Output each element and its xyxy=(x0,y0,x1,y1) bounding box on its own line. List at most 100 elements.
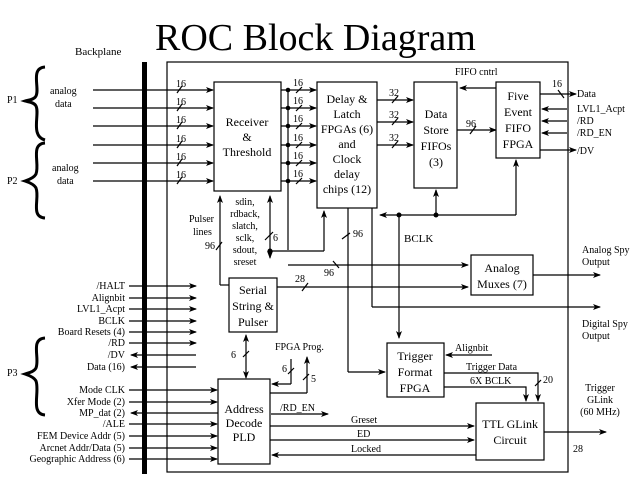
p3-signal-label: Board Resets (4) xyxy=(58,327,125,338)
delay-store-width: 32 xyxy=(389,88,399,99)
data-store-fifos-block[interactable] xyxy=(413,81,458,189)
five-event-fifo-block[interactable] xyxy=(495,81,541,159)
address-decode-pld-block[interactable] xyxy=(217,378,271,465)
delay-out-width: 96 xyxy=(353,229,363,240)
serial-signal-label: rdback, xyxy=(230,209,260,220)
greset-label: Greset xyxy=(351,415,377,426)
p3-brace-icon xyxy=(20,336,46,417)
bus-slash xyxy=(295,177,303,185)
data-store-label: (3) xyxy=(429,155,443,169)
junction-dot xyxy=(396,212,402,218)
p2-label: P2 xyxy=(7,176,18,187)
trigger-label-3: FPGA xyxy=(400,381,431,395)
serial-label-2: String & xyxy=(232,299,274,313)
bus-slash xyxy=(469,125,477,135)
trigger-label-2: Format xyxy=(398,365,433,379)
bus-slash xyxy=(301,282,309,292)
delay-latch-block[interactable] xyxy=(316,81,378,209)
trigger-format-fpga-block[interactable] xyxy=(386,342,445,398)
junction-dot xyxy=(433,212,439,218)
serial-signal-label: slatch, xyxy=(232,221,258,232)
bus-slash xyxy=(242,350,250,358)
bus-slash xyxy=(302,373,310,381)
receiver-delay-width: 16 xyxy=(293,169,303,180)
delay-latch-label: chips (12) xyxy=(323,182,371,196)
fifo-cntrl-label: FIFO cntrl xyxy=(455,67,498,78)
fifo-signal-label: /RD xyxy=(577,116,594,127)
serial-signal-label: sreset xyxy=(234,257,257,268)
delay-latch-label: Delay & xyxy=(327,92,369,106)
glink-out-width: 28 xyxy=(573,444,583,455)
data-store-label: Data xyxy=(425,107,448,121)
analog-input-width: 16 xyxy=(176,170,186,181)
analog-input-width: 16 xyxy=(176,79,186,90)
bus-slash xyxy=(287,367,295,375)
bus-slash xyxy=(264,231,274,241)
analog-spy-label-1: Analog Spy xyxy=(582,245,630,256)
bus-slash xyxy=(215,241,223,251)
p2-brace-icon xyxy=(20,141,46,220)
receiver-delay-width: 16 xyxy=(293,151,303,162)
fifo-signal-label: LVL1_Acpt xyxy=(577,104,625,115)
serial-string-pulser-block[interactable] xyxy=(228,277,278,333)
delay-latch-label: Clock xyxy=(333,152,362,166)
five-event-fifo-label: Event xyxy=(504,105,533,119)
bus-slash xyxy=(391,140,399,149)
trigger-data-line xyxy=(444,372,541,402)
analog-mux-in-width: 96 xyxy=(324,268,334,279)
delay-store-width: 32 xyxy=(389,133,399,144)
board-outline xyxy=(166,61,569,473)
p1-analog-label-2: data xyxy=(55,99,72,110)
bus-slash xyxy=(341,232,351,240)
trigger-glink-label-3: (60 MHz) xyxy=(580,407,620,418)
bus-slash xyxy=(391,95,399,104)
fifo-data-width: 16 xyxy=(552,79,562,90)
serial-label-3: Pulser xyxy=(238,315,268,329)
analog-muxes-block[interactable] xyxy=(470,254,534,296)
receiver-threshold-block[interactable] xyxy=(213,81,282,192)
analog-spy-label-2: Output xyxy=(582,257,610,268)
p3-signal-label: Alignbit xyxy=(92,293,126,304)
p3-signal-label: /RD xyxy=(108,338,125,349)
fpga-prog-width-b: 5 xyxy=(311,374,316,385)
trigger-label-1: Trigger xyxy=(397,349,433,363)
trigger-glink-label-2: GLink xyxy=(587,395,613,406)
serial-signal-label: sdout, xyxy=(233,245,257,256)
receiver-label-2: & xyxy=(242,130,252,144)
ed-label: ED xyxy=(357,429,370,440)
bus-slash xyxy=(295,122,303,130)
bus-slash xyxy=(295,159,303,167)
receiver-delay-width: 16 xyxy=(293,133,303,144)
p3-signal-label: BCLK xyxy=(98,316,125,327)
glink-label-1: TTL GLink xyxy=(482,417,538,431)
bus-slash xyxy=(176,140,183,149)
fpga-prog-width-a: 6 xyxy=(282,364,287,375)
fifo-signal-label: /DV xyxy=(577,146,595,157)
bus-slash xyxy=(295,104,303,112)
pulser-width: 96 xyxy=(205,241,215,252)
digital-spy-label-1: Digital Spy xyxy=(582,319,628,330)
p3-signal-label: Mode CLK xyxy=(79,385,126,396)
alignbit-label: Alignbit xyxy=(455,343,489,354)
pld-serial-width: 6 xyxy=(231,350,236,361)
fifo-signal-label: Data xyxy=(577,89,596,100)
receiver-delay-width: 16 xyxy=(293,78,303,89)
bus-slash xyxy=(176,176,183,185)
locked-label: Locked xyxy=(351,444,381,455)
mux-label-2: Muxes (7) xyxy=(477,277,527,291)
bus-slash xyxy=(557,89,565,99)
pulser-label-2: lines xyxy=(193,227,212,238)
digital-spy-label-2: Output xyxy=(582,331,610,342)
data-store-label: Store xyxy=(423,123,448,137)
six-x-bclk-label: 6X BCLK xyxy=(470,376,512,387)
trigger-data-width: 20 xyxy=(543,375,553,386)
delay-latch-label: FPGAs (6) xyxy=(321,122,373,136)
p3-signal-label: FEM Device Addr (5) xyxy=(37,431,125,442)
pld-label-2: Decode xyxy=(226,416,263,430)
p3-signal-label: /HALT xyxy=(96,281,125,292)
ttl-glink-circuit-block[interactable] xyxy=(475,402,545,461)
